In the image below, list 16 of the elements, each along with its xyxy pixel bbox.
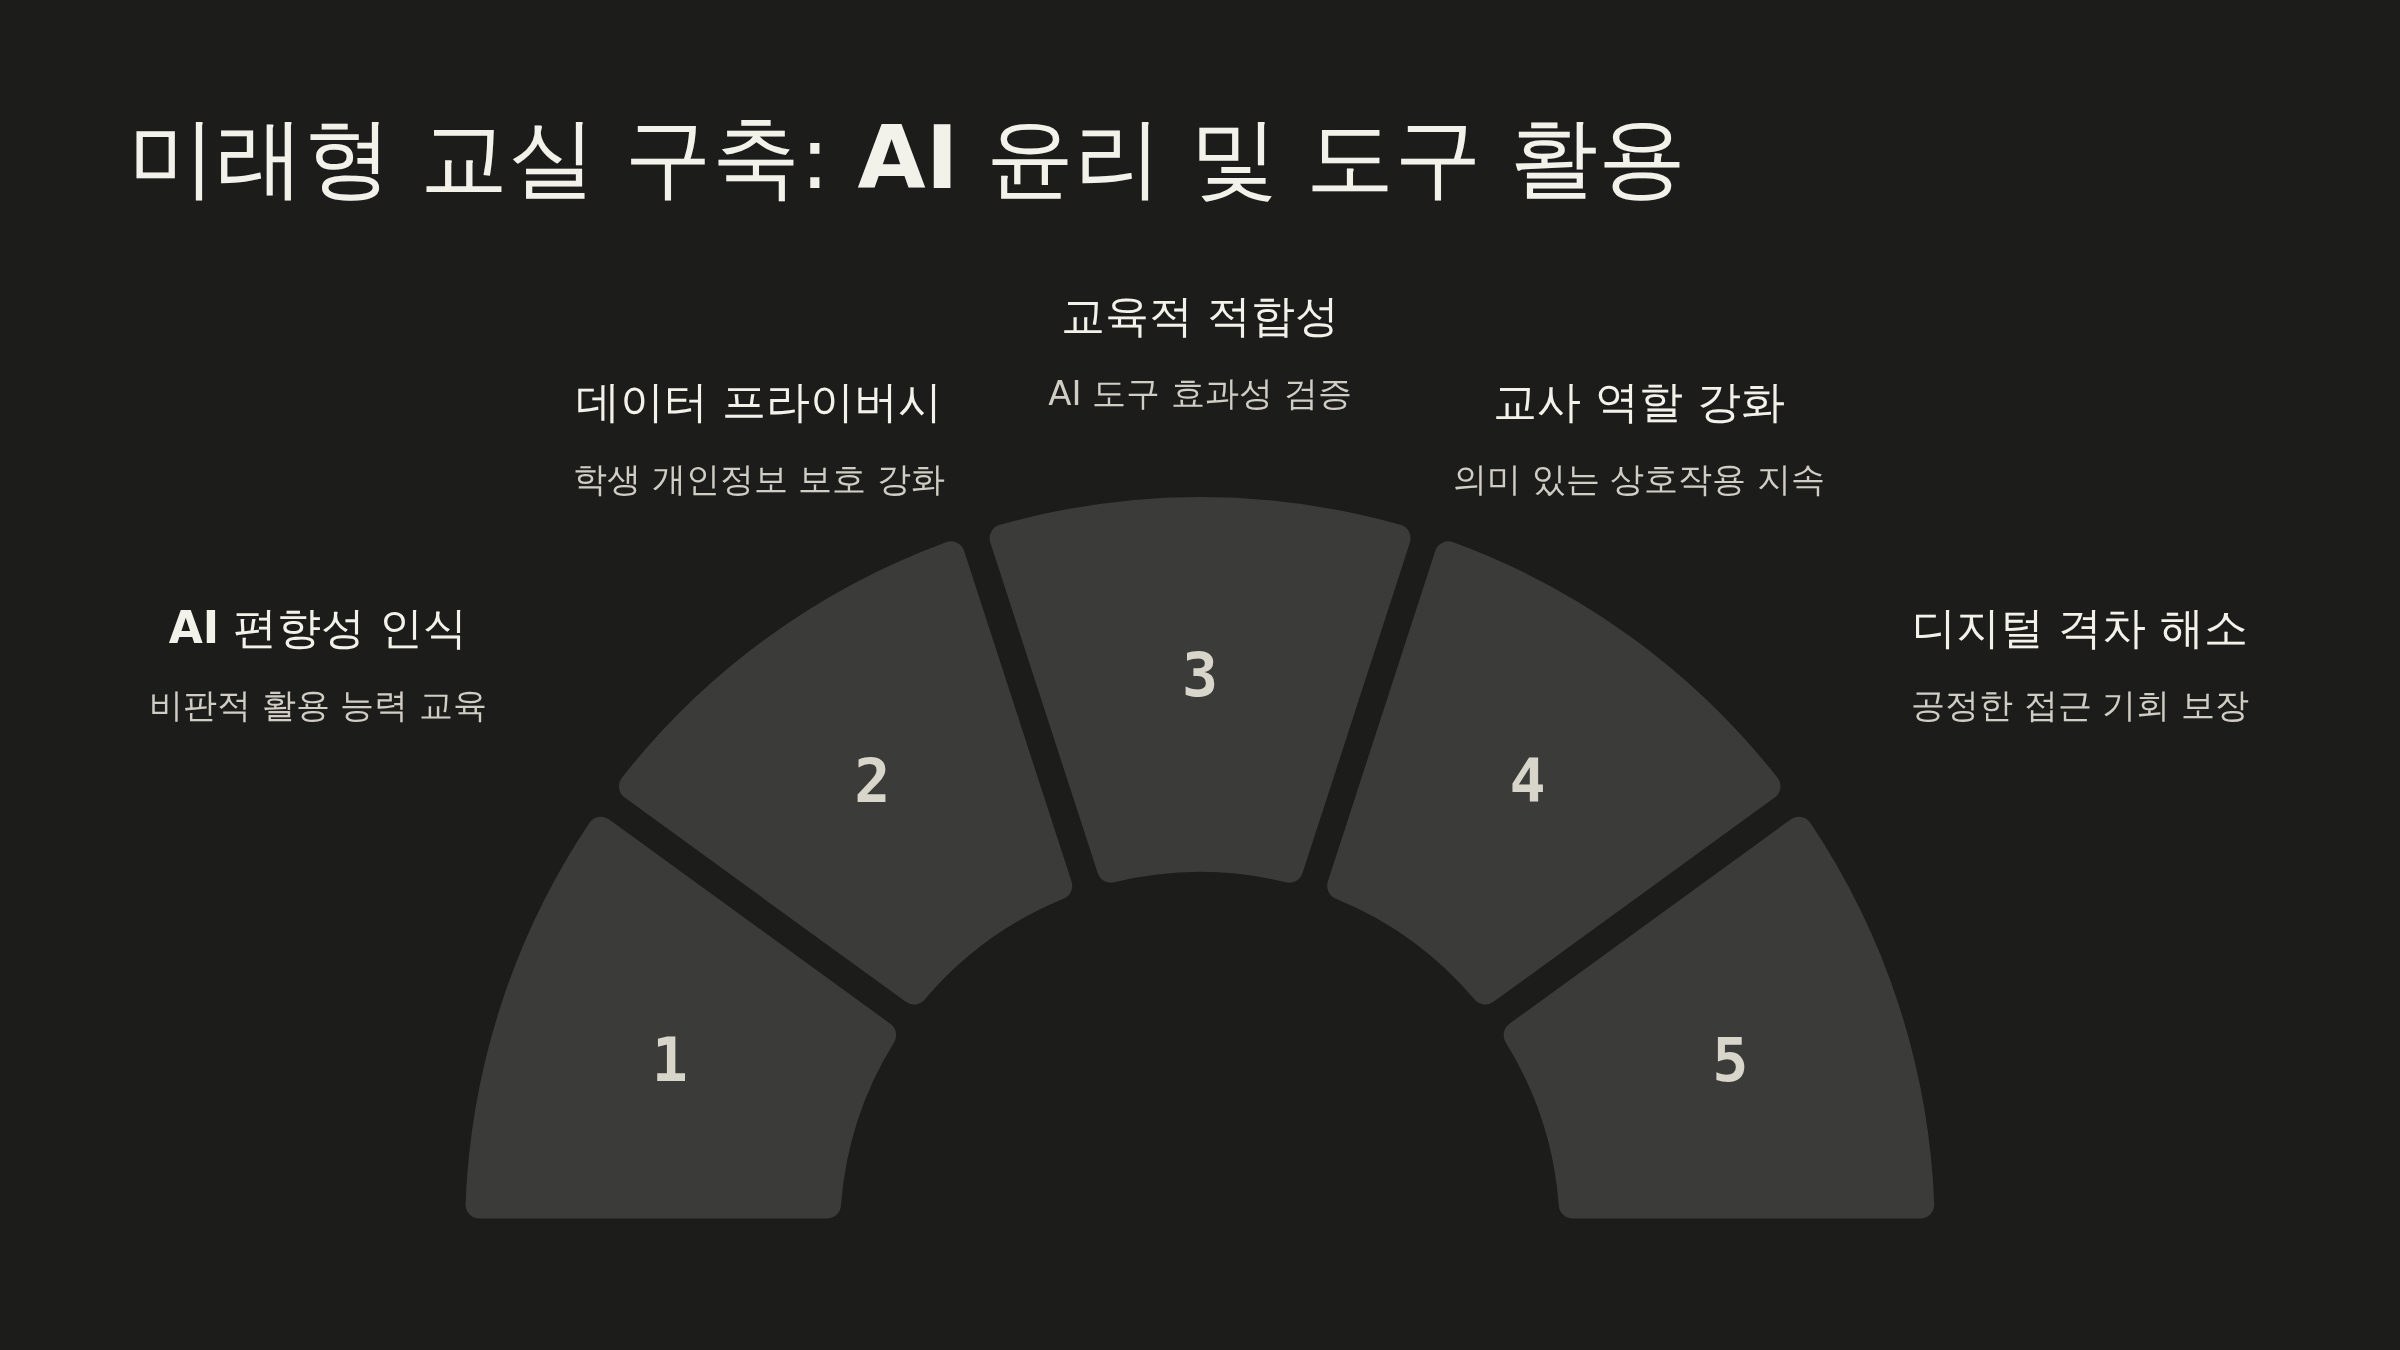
step-heading: 데이터 프라이버시 [576,374,942,429]
step-description: AI 도구 효과성 검증 [1048,372,1352,415]
step-heading: 교사 역할 강화 [1493,374,1785,429]
step-description: 공정한 접근 기회 보장 [1910,684,2250,727]
step-description: 학생 개인정보 보호 강화 [572,458,946,501]
step-heading: AI 편향성 인식 [168,600,468,655]
step-heading: 교육적 적합성 [1061,288,1339,343]
step-number: 5 [1712,1024,1749,1095]
step-number: 2 [854,745,891,816]
step-number: 4 [1509,745,1546,816]
step-number: 1 [651,1024,688,1095]
step-description: 의미 있는 상호작용 지속 [1452,458,1826,501]
step-heading: 디지털 격차 해소 [1912,600,2248,655]
step-description: 비판적 활용 능력 교육 [148,684,488,727]
step-number: 3 [1181,639,1219,710]
slide-title: 미래형 교실 구축: AI 윤리 및 도구 활용 [128,105,1687,211]
